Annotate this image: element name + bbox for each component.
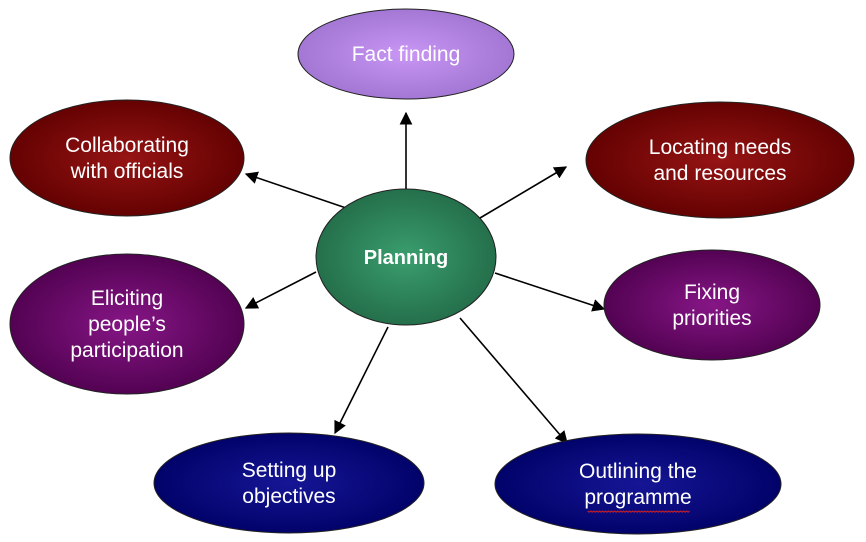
node-label-collaborating-line-1: Collaborating <box>65 134 189 157</box>
arrow-planning-to-collaborating <box>244 171 353 211</box>
spellcheck-underline <box>587 510 690 513</box>
node-fixing: Fixing priorities <box>603 249 821 361</box>
node-ellipse-fact-finding <box>297 8 515 100</box>
arrow-planning-to-setting-up <box>334 326 389 435</box>
node-outlining: Outlining the programme <box>494 433 782 535</box>
arrow-planning-to-eliciting <box>244 271 317 309</box>
node-label-eliciting-line-3: participation <box>70 339 183 362</box>
node-label-eliciting-line-1: Eliciting <box>91 287 163 310</box>
node-ellipse-locating <box>585 101 855 219</box>
node-label-setting-up-line-1: Setting up <box>242 459 337 482</box>
node-ellipse-outlining <box>494 433 782 535</box>
node-ellipse-planning <box>315 188 497 326</box>
node-label-fixing-line-1: Fixing <box>684 281 740 304</box>
node-eliciting: Eliciting people’s participation <box>9 253 245 395</box>
node-label-planning-line-1: Planning <box>364 247 448 269</box>
node-setting-up: Setting up objectives <box>153 432 425 534</box>
node-ellipse-eliciting <box>9 253 245 395</box>
arrow-planning-to-fixing <box>494 272 606 312</box>
node-label-collaborating-line-2: with officials <box>70 160 184 183</box>
node-label-locating-line-1: Locating needs <box>649 136 791 159</box>
node-ellipse-fixing <box>603 249 821 361</box>
node-fact-finding: Fact finding <box>297 8 515 100</box>
node-locating: Locating needs and resources <box>585 101 855 219</box>
node-ellipse-collaborating <box>9 99 245 217</box>
node-ellipse-setting-up <box>153 432 425 534</box>
arrow-planning-to-outlining <box>459 317 568 444</box>
node-planning: Planning <box>315 188 497 326</box>
node-label-outlining-line-2: programme <box>584 486 691 509</box>
node-label-fact-finding-line-1: Fact finding <box>352 43 461 66</box>
node-label-outlining-line-1: Outlining the <box>579 460 697 483</box>
node-label-setting-up-line-2: objectives <box>242 485 335 508</box>
node-label-eliciting-line-2: people’s <box>88 313 166 336</box>
node-label-fixing-line-2: priorities <box>672 307 751 330</box>
node-label-locating-line-2: and resources <box>653 162 786 185</box>
edges <box>244 111 606 444</box>
node-collaborating: Collaborating with officials <box>9 99 245 217</box>
arrow-planning-to-locating <box>479 166 568 219</box>
